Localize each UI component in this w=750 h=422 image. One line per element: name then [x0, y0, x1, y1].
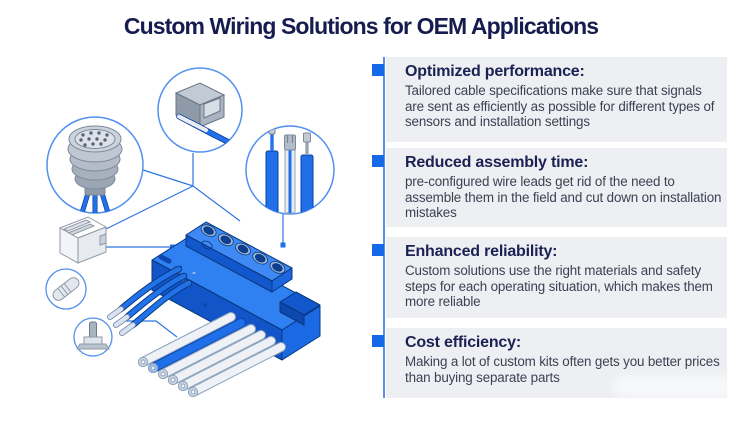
benefit-body: pre-configured wire leads get rid of the… [405, 174, 722, 221]
harness-wires [107, 265, 193, 336]
board-connector-callout [157, 67, 243, 153]
benefit-heading: Cost efficiency: [405, 334, 521, 351]
connector-housing-outline [58, 216, 108, 264]
wire-ends-callout [245, 125, 335, 215]
watermark-smudge [612, 375, 734, 397]
cable-bundle [137, 312, 286, 398]
callout-lines [103, 153, 286, 338]
benefit-body: Tailored cable specifications make sure … [405, 83, 715, 130]
benefit-card: Enhanced reliability: Custom solutions u… [386, 237, 727, 318]
square-bullet-icon [372, 244, 384, 256]
square-bullet-icon [372, 64, 384, 76]
circular-connector-callout [46, 116, 144, 214]
page-title: Custom Wiring Solutions for OEM Applicat… [123, 13, 599, 39]
benefit-card: Reduced assembly time: pre-configured wi… [386, 148, 727, 227]
benefit-heading: Reduced assembly time: [405, 154, 589, 171]
fuse-callout [45, 268, 87, 310]
wiring-illustration [45, 67, 335, 398]
square-bullet-icon [372, 155, 384, 167]
terminal-pin-callout [73, 317, 113, 357]
benefit-card: Optimized performance: Tailored cable sp… [386, 57, 727, 142]
benefit-heading: Optimized performance: [405, 63, 585, 80]
benefit-heading: Enhanced reliability: [405, 243, 558, 260]
benefit-body: Custom solutions use the right materials… [405, 263, 713, 310]
benefit-body: Making a lot of custom kits often gets y… [405, 354, 720, 385]
square-bullet-icon [372, 335, 384, 347]
benefit-divider-line [383, 57, 385, 398]
